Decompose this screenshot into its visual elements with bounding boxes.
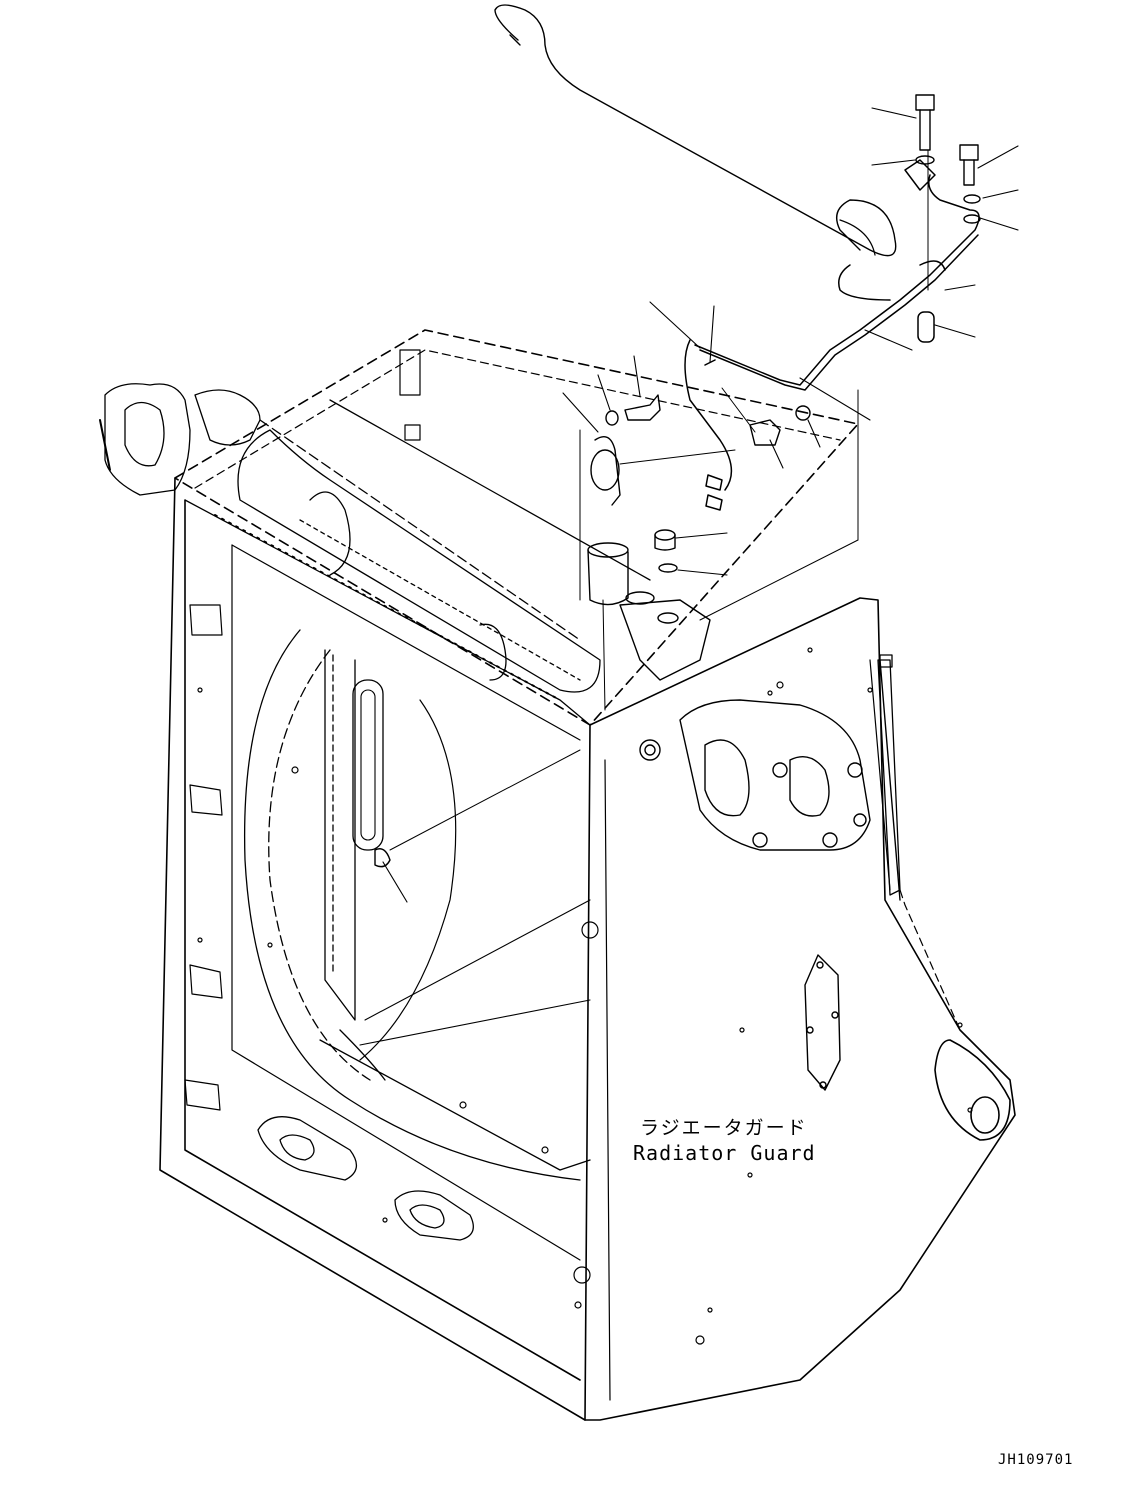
- lifting-lug: [934, 1039, 1011, 1141]
- front-panel-slots: [257, 1116, 474, 1241]
- left-mount-bracket: [99, 383, 261, 496]
- fan-shroud: [243, 629, 591, 1181]
- right-mount-bracket: [639, 699, 871, 851]
- radiator-guard-label-en: Radiator Guard: [633, 1141, 816, 1165]
- upper-tank: [214, 399, 651, 701]
- level-sensor-pipe: [494, 4, 897, 257]
- side-cover-plate: [804, 954, 841, 1091]
- radiator-guard-frame: [159, 329, 1016, 1421]
- hardware-parts: [374, 94, 981, 868]
- left-panel-brackets: [184, 349, 421, 1111]
- drawing-code: JH109701: [998, 1452, 1073, 1468]
- leader-lines: [382, 107, 1019, 903]
- wiring-harness: [684, 159, 980, 511]
- bolt-holes: [197, 647, 973, 1345]
- radiator-guard-label-jp: ラジエータガード: [640, 1117, 808, 1139]
- side-rail-strip: [877, 654, 901, 896]
